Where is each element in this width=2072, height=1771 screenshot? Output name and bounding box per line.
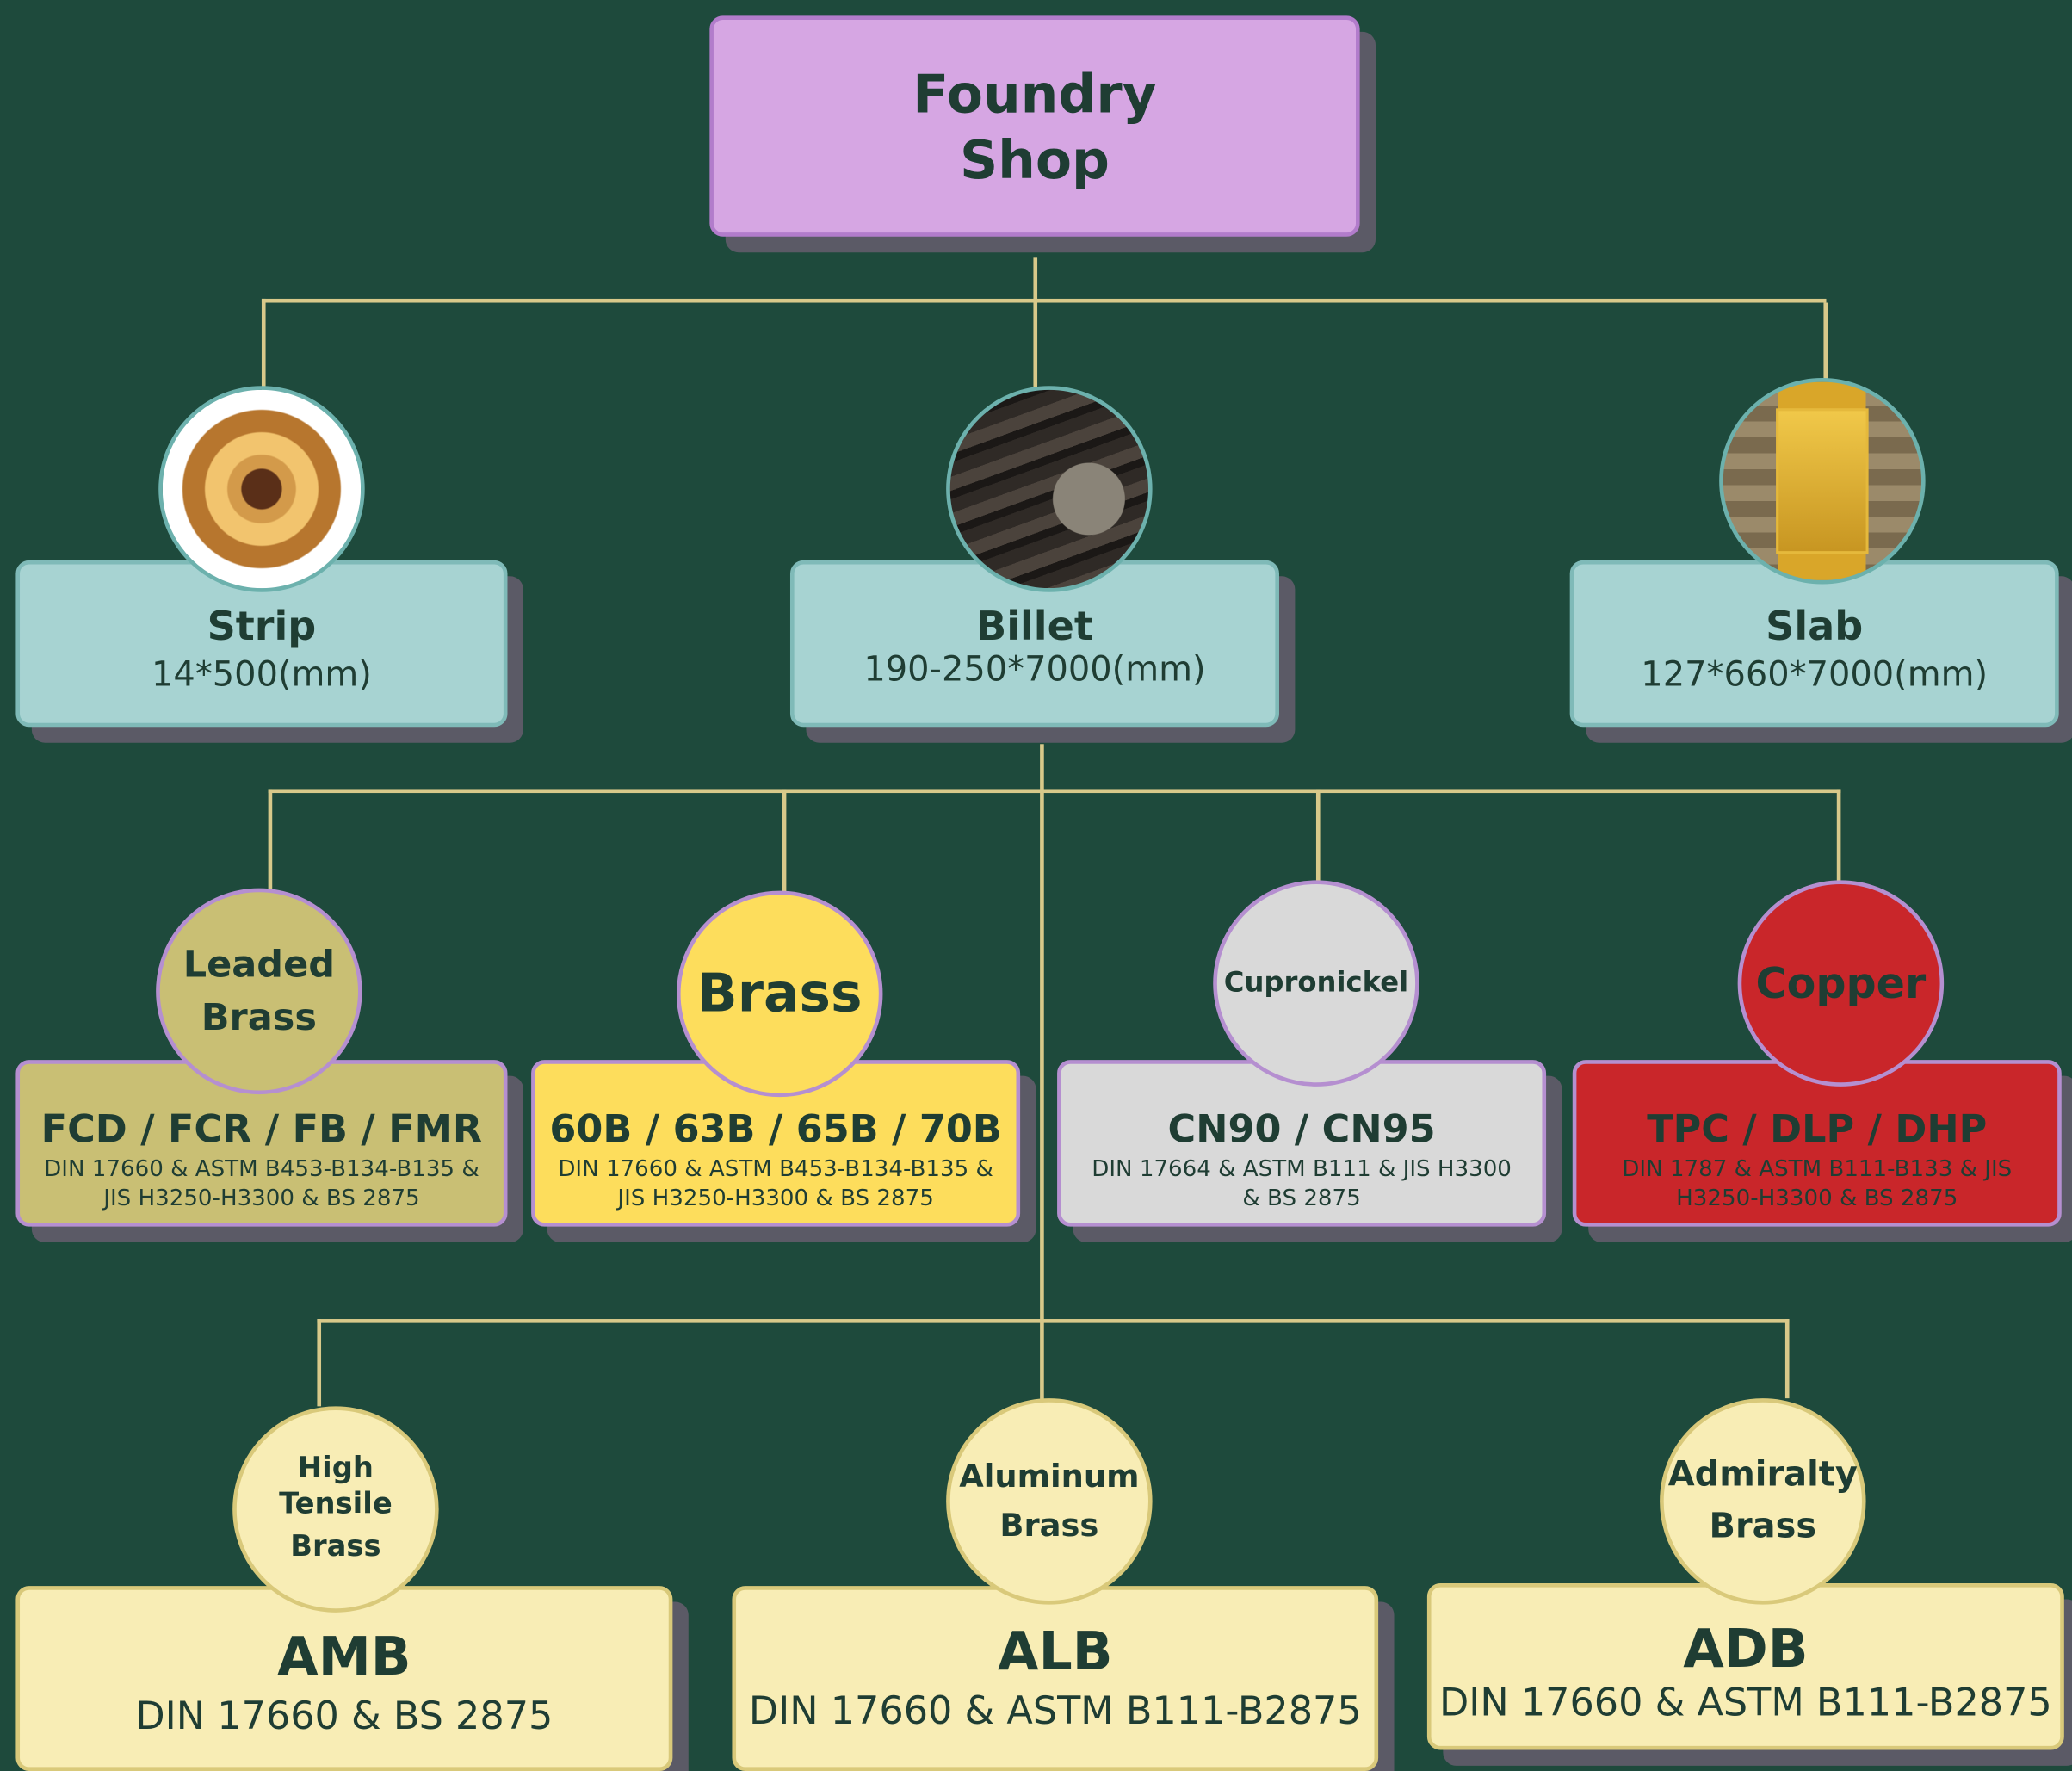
alloy-label-line1: Leaded (182, 943, 336, 987)
special-code: ADB (1683, 1619, 1809, 1681)
connector (317, 1319, 1790, 1323)
special-label-line2: Brass (1709, 1507, 1817, 1547)
special-box-amb: AMB DIN 17660 & BS 2875 (15, 1586, 673, 1771)
alloy-standard-line1: DIN 17660 & ASTM B453-B134-B135 & (44, 1156, 479, 1183)
alloy-standard-line1: DIN 1787 & ASTM B111-B133 & JIS (1622, 1156, 2013, 1183)
brass-slab-image (1719, 378, 1926, 585)
product-name: Slab (1766, 604, 1864, 651)
alloy-standard-line2: JIS H3250-H3300 & BS 2875 (617, 1185, 934, 1212)
alloy-box-brass: 60B / 63B / 65B / 70B DIN 17660 & ASTM B… (531, 1060, 1021, 1227)
alloy-standard-line2: H3250-H3300 & BS 2875 (1676, 1185, 1958, 1212)
special-circle-aluminum-brass: Aluminum Brass (946, 1398, 1153, 1605)
alloy-box-copper: TPC / DLP / DHP DIN 1787 & ASTM B111-B13… (1572, 1060, 2062, 1227)
connector (268, 789, 273, 890)
alloy-standard-line1: DIN 17660 & ASTM B453-B134-B135 & (558, 1156, 993, 1183)
special-label-line1: Aluminum (959, 1458, 1140, 1495)
alloy-standard-line1: DIN 17664 & ASTM B111 & JIS H3300 (1092, 1156, 1512, 1183)
alloy-circle-leaded-brass: Leaded Brass (156, 888, 362, 1095)
alloy-label: Brass (696, 963, 863, 1025)
alloy-circle-brass: Brass (676, 890, 883, 1098)
connector (268, 789, 1841, 794)
special-label-line1: High Tensile (279, 1452, 393, 1521)
connector (1823, 302, 1828, 382)
product-name: Billet (976, 604, 1093, 651)
connector (261, 298, 1827, 303)
special-code: ALB (998, 1621, 1113, 1683)
connector (782, 789, 787, 895)
special-box-adb: ADB DIN 17660 & ASTM B111-B2875 (1426, 1583, 2064, 1750)
connector (1836, 789, 1841, 882)
product-dims: 14*500(mm) (152, 655, 372, 696)
root-title-line1: Foundry (912, 65, 1157, 126)
product-name: Strip (207, 604, 317, 651)
root-box: Foundry Shop (709, 15, 1360, 237)
special-standard: DIN 17660 & ASTM B111-B2875 (1438, 1680, 2052, 1725)
special-box-alb: ALB DIN 17660 & ASTM B111-B2875 (732, 1586, 1379, 1771)
special-label-line1: Admiralty (1667, 1454, 1858, 1495)
special-code: AMB (277, 1626, 411, 1688)
connector (261, 298, 266, 392)
alloy-circle-copper: Copper (1737, 880, 1945, 1087)
brass-coil-image (158, 386, 365, 592)
alloy-label: Cupronickel (1223, 966, 1409, 999)
connector (1040, 744, 1044, 1403)
alloy-label-line2: Brass (201, 994, 317, 1039)
connector (1315, 789, 1321, 882)
connector (1784, 1319, 1790, 1399)
alloy-grades: 60B / 63B / 65B / 70B (549, 1105, 1002, 1152)
alloy-standard-line2: JIS H3250-H3300 & BS 2875 (103, 1185, 420, 1212)
product-dims: 190-250*7000(mm) (863, 650, 1206, 690)
special-standard: DIN 17660 & ASTM B111-B2875 (748, 1687, 1362, 1733)
connector (1033, 257, 1038, 390)
product-dims: 127*660*7000(mm) (1641, 655, 1989, 696)
special-label-line2: Brass (999, 1507, 1099, 1544)
connector (317, 1319, 322, 1407)
root-title-line2: Shop (959, 130, 1110, 192)
product-box-slab: Slab 127*660*7000(mm) (1569, 560, 2059, 728)
special-label-line2: Brass (290, 1530, 381, 1564)
alloy-label: Copper (1755, 957, 1927, 1008)
special-circle-high-tensile-brass: High Tensile Brass (232, 1406, 439, 1613)
alloy-grades: FCD / FCR / FB / FMR (40, 1105, 483, 1152)
special-standard: DIN 17660 & BS 2875 (135, 1693, 554, 1738)
billet-rods-image (946, 386, 1153, 592)
alloy-circle-cupronickel: Cupronickel (1213, 880, 1419, 1087)
alloy-grades: TPC / DLP / DHP (1647, 1105, 1988, 1152)
alloy-grades: CN90 / CN95 (1167, 1105, 1436, 1152)
special-circle-admiralty-brass: Admiralty Brass (1660, 1398, 1866, 1605)
alloy-standard-line2: & BS 2875 (1242, 1185, 1361, 1212)
